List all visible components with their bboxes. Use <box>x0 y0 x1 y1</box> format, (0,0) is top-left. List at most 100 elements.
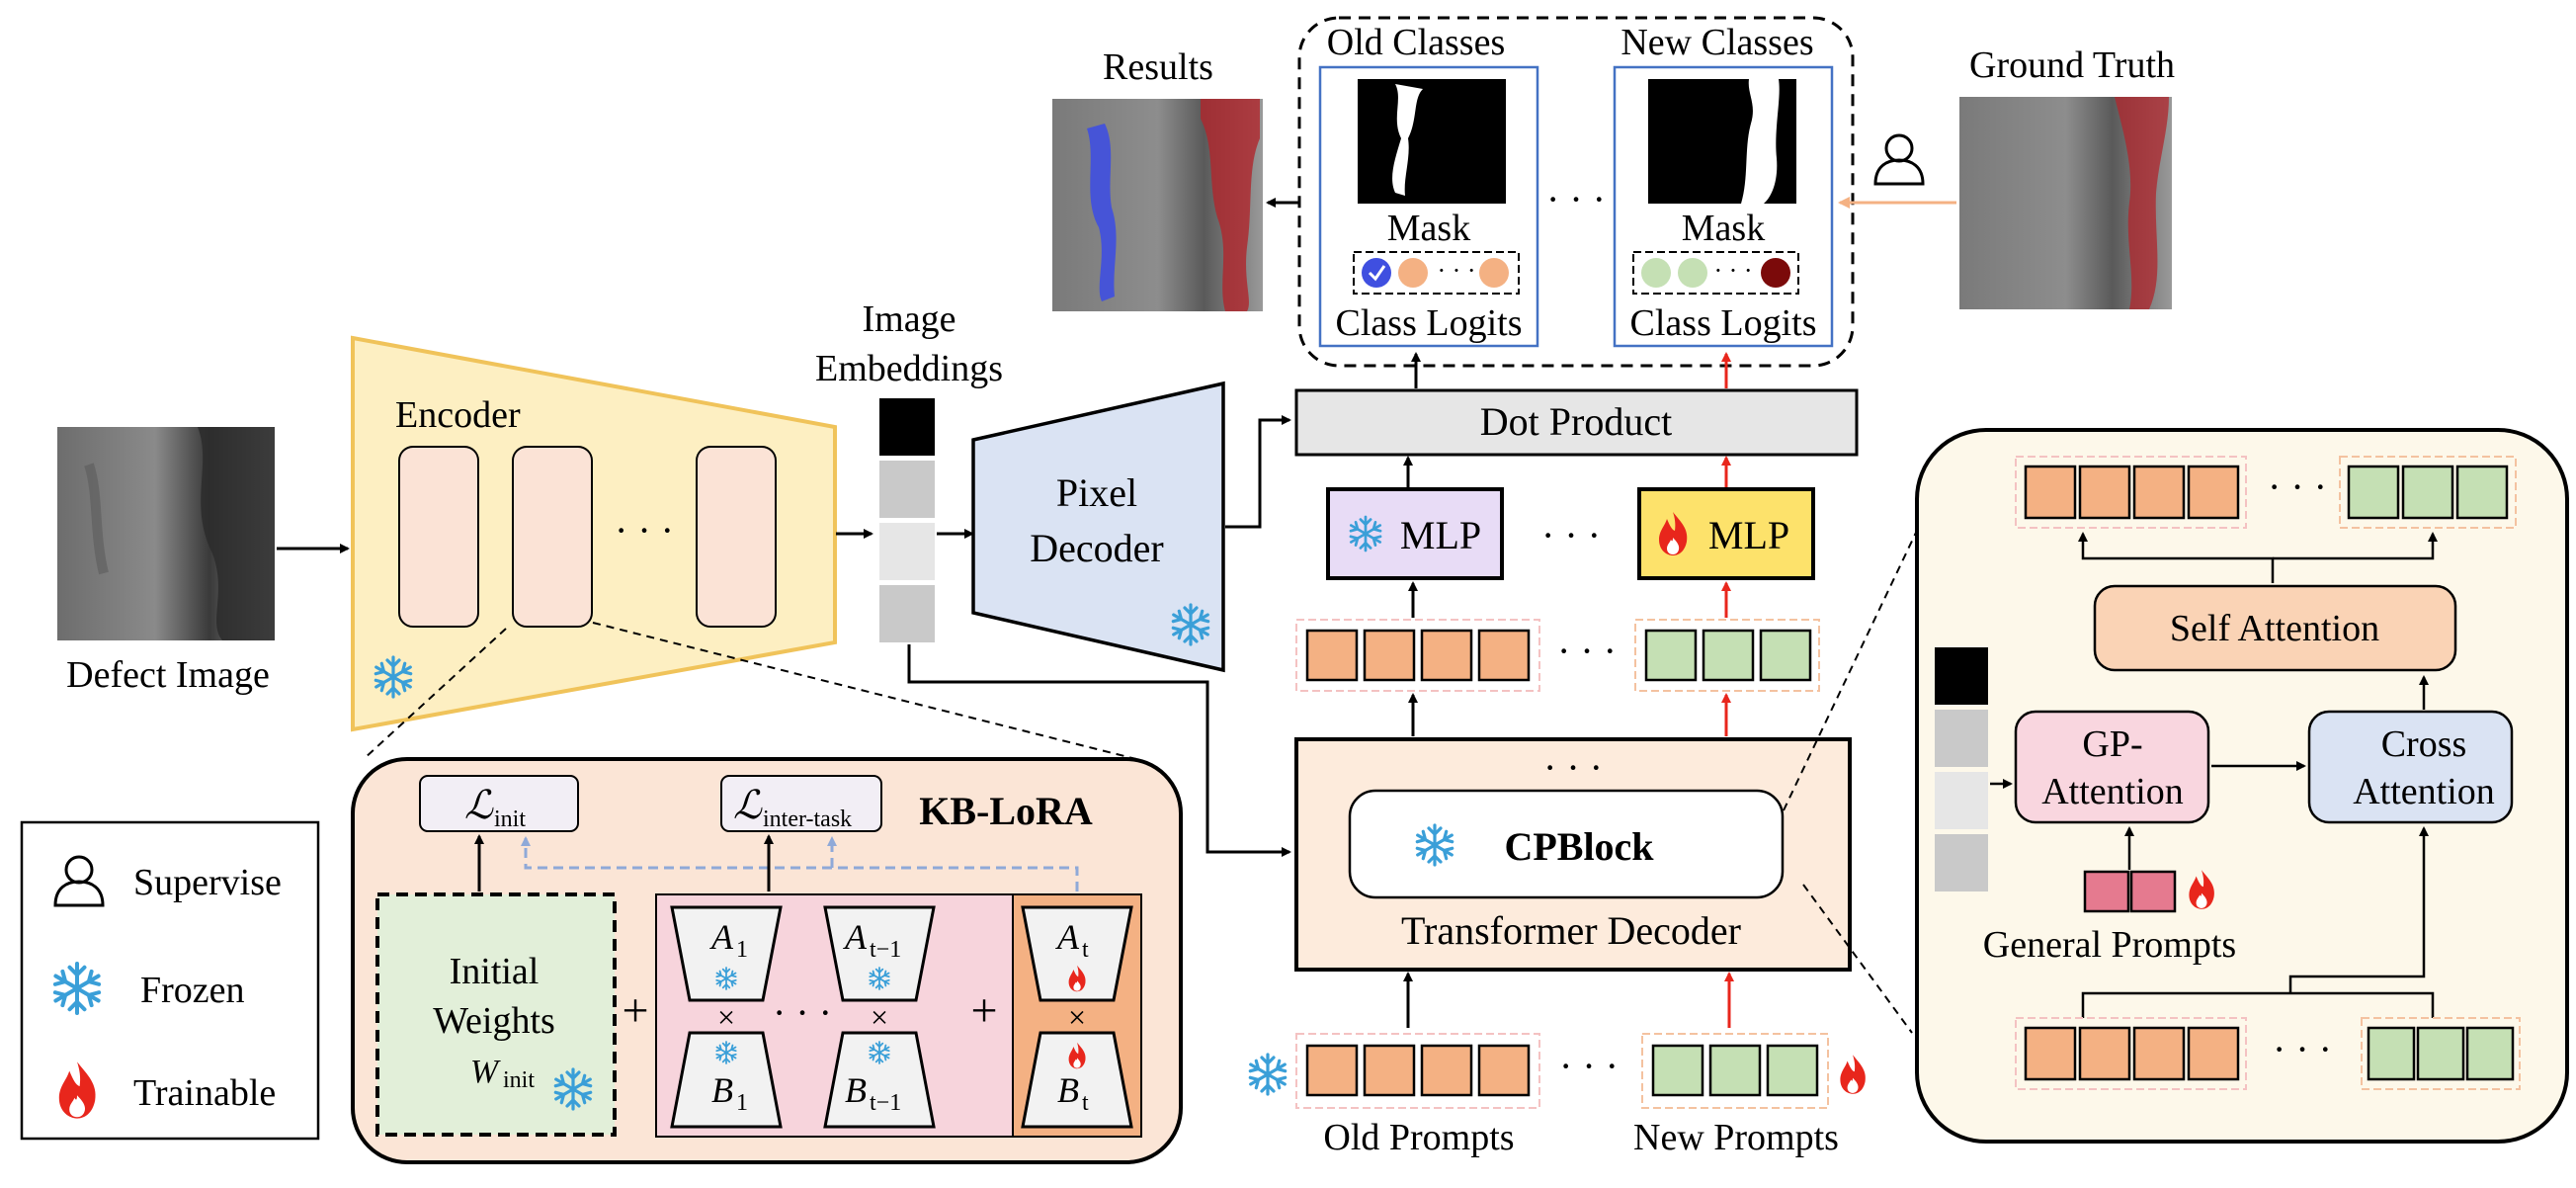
new-query-tokens <box>1634 619 1820 692</box>
lora-bt1 <box>823 1031 936 1129</box>
initial-weights-label-2: Weights <box>433 1000 555 1042</box>
lora-bt-sub: t <box>1082 1090 1089 1116</box>
new-classes-label: New Classes <box>1620 22 1813 63</box>
fire-icon <box>1840 1055 1866 1094</box>
cross-attention-label-1: Cross <box>2381 723 2467 765</box>
mlp-new-label: MLP <box>1708 513 1789 557</box>
lora-at1-label: A <box>843 917 868 957</box>
defect-image-label: Defect Image <box>66 654 270 696</box>
legend-trainable: Trainable <box>133 1072 276 1114</box>
lora-ellipsis: · · · <box>773 990 832 1035</box>
transformer-ellipsis: · · · <box>1543 745 1603 790</box>
cpblock-box[interactable] <box>1348 789 1785 899</box>
prompts-ellipsis: · · · <box>1559 1044 1619 1088</box>
plus-sign: + <box>970 984 997 1037</box>
ground-truth-image <box>1959 97 2172 309</box>
prediction-red-region <box>1201 99 1260 311</box>
old-classes-box <box>1318 65 1539 348</box>
lora-at <box>1021 905 1133 1002</box>
dot-product-label: Dot Product <box>1480 399 1672 444</box>
detail-input-old-tokens <box>2015 1017 2247 1090</box>
cpblock-label: CPBlock <box>1504 824 1654 869</box>
old-mask <box>1358 79 1506 204</box>
new-prompt-tokens <box>1641 1033 1829 1109</box>
prediction-blue-region <box>1087 124 1117 301</box>
legend-supervise: Supervise <box>133 862 282 903</box>
lora-at1 <box>823 905 936 1002</box>
old-query-tokens <box>1295 619 1540 692</box>
lora-a1-sub: 1 <box>736 937 748 963</box>
old-logit <box>1479 258 1509 288</box>
mask-label-new: Mask <box>1682 208 1765 249</box>
lora-bt-label: B <box>1057 1070 1079 1110</box>
dot-product-box <box>1294 388 1859 457</box>
gp-attention-label-2: Attention <box>2041 771 2184 812</box>
plus-sign: + <box>622 984 648 1037</box>
old-logits-ellipsis: · · · <box>1438 256 1476 285</box>
lora-times-2: × <box>871 999 888 1035</box>
general-prompt-token <box>2129 870 2177 913</box>
detail-output-old-tokens <box>2015 456 2247 529</box>
lora-at-label: A <box>1055 917 1080 957</box>
loss-inter-task-sub: inter-task <box>763 806 852 832</box>
self-attention-box <box>2093 584 2457 672</box>
lora-bt1-label: B <box>845 1070 867 1110</box>
class-logits-label-old: Class Logits <box>1336 302 1523 344</box>
gp-attention-label-1: GP- <box>2082 723 2142 765</box>
cross-attention-label-2: Attention <box>2353 771 2495 812</box>
supervise-person-icon <box>1873 133 1925 186</box>
image-embeddings-label-2: Embeddings <box>815 348 1003 389</box>
transformer-decoder-label: Transformer Decoder <box>1401 908 1741 953</box>
old-classes-label: Old Classes <box>1327 22 1506 63</box>
frozen-icon <box>1248 1053 1288 1096</box>
kb-lora-title: KB-LoRA <box>919 789 1093 833</box>
encoder-block-n <box>696 446 777 628</box>
encoder-label: Encoder <box>395 394 521 436</box>
lora-b1 <box>670 1031 783 1129</box>
class-logits-label-new: Class Logits <box>1630 302 1817 344</box>
mask-output-panel <box>1297 16 1855 368</box>
lora-at-sub: t <box>1082 937 1089 963</box>
legend-frozen: Frozen <box>140 970 245 1011</box>
lora-at1-sub: t−1 <box>870 937 901 963</box>
initial-weights-label-1: Initial <box>450 951 540 992</box>
old-logit-selected <box>1362 258 1391 288</box>
old-logits-box <box>1353 251 1520 295</box>
new-logits-box <box>1632 251 1799 295</box>
loss-inter-task-box <box>720 775 882 832</box>
mlp-old-label: MLP <box>1400 513 1481 557</box>
encoder-trapezoid <box>351 335 837 732</box>
ground-truth-red-region <box>2115 97 2169 309</box>
new-classes-box <box>1613 65 1834 348</box>
loss-inter-task-symbol: ℒ <box>733 783 763 827</box>
arrow-self-attn-to-old <box>2078 532 2275 583</box>
classes-ellipsis: · · · <box>1546 177 1606 221</box>
image-embeddings-column <box>879 398 935 642</box>
results-image <box>1052 99 1263 311</box>
new-logit <box>1641 258 1671 288</box>
mlp-old-box <box>1326 487 1504 580</box>
zoom-line-encoder-right <box>592 622 1137 760</box>
new-logits-ellipsis: · · · <box>1714 256 1753 285</box>
new-mask-shape <box>1741 79 1780 204</box>
blue-dashed-link-init <box>521 836 1079 891</box>
detail-output-new-tokens <box>2339 456 2517 529</box>
w-init-symbol: W <box>470 1054 501 1090</box>
new-logit <box>1678 258 1707 288</box>
mlp-ellipsis: · · · <box>1541 513 1601 557</box>
encoder-ellipsis: · · · <box>615 508 674 552</box>
lora-bt <box>1021 1031 1133 1129</box>
arrow-self-attn-to-new <box>2273 532 2438 560</box>
lora-a1-label: A <box>709 917 734 957</box>
lora-bt1-sub: t−1 <box>870 1090 901 1116</box>
zoom-line-cpblock-bottom <box>1802 884 1913 1034</box>
loss-init-box <box>419 775 579 832</box>
check-icon <box>1368 265 1386 282</box>
lora-times-3: × <box>1068 999 1086 1035</box>
pixel-decoder-trapezoid <box>971 381 1225 673</box>
old-logit <box>1398 258 1428 288</box>
new-prompts-label: New Prompts <box>1633 1117 1839 1158</box>
detail-output-ellipsis: · · · <box>2268 465 2327 509</box>
detail-embeddings-column <box>1935 647 1988 891</box>
